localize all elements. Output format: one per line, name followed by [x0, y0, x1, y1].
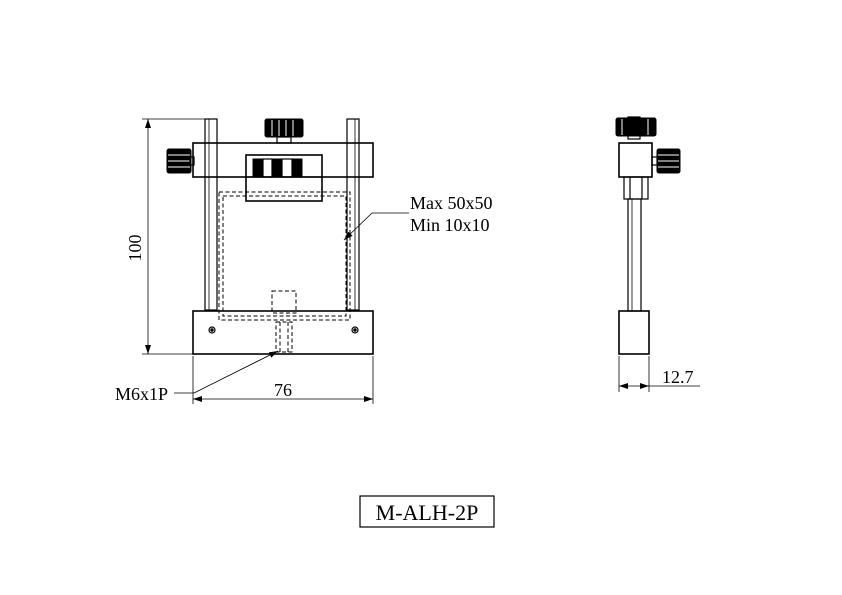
- top-knob-icon: [264, 118, 304, 144]
- width-dimension: 76: [192, 356, 374, 404]
- side-view-rod: [627, 198, 642, 312]
- min-size-label: Min 10x10: [410, 215, 490, 235]
- thread-label: M6x1P: [115, 384, 168, 404]
- side-view-top-knob-icon: [615, 116, 657, 140]
- top-bar: [192, 142, 374, 178]
- height-dimension-label: 100: [125, 235, 145, 262]
- thickness-dimension-label: 12.7: [662, 367, 694, 387]
- front-view: 100 76 M6x1P Max 50x50 Min 10x10: [115, 118, 493, 404]
- side-view-top-block: [618, 142, 653, 200]
- side-knob-icon: [166, 148, 195, 174]
- height-dimension: 100: [125, 118, 205, 355]
- width-dimension-label: 76: [274, 380, 292, 400]
- side-view: 12.7: [615, 116, 700, 392]
- size-callout: Max 50x50 Min 10x10: [343, 193, 493, 241]
- clamp-block: [245, 154, 323, 202]
- thread-callout: M6x1P: [115, 350, 279, 404]
- sample-area: [218, 191, 351, 321]
- side-view-base: [618, 310, 650, 355]
- model-label: M-ALH-2P: [376, 500, 479, 525]
- model-label-box: M-ALH-2P: [359, 495, 495, 528]
- side-view-side-knob-icon: [651, 148, 681, 174]
- thickness-dimension: 12.7: [618, 356, 700, 392]
- guide-rods: [204, 118, 360, 311]
- max-size-label: Max 50x50: [410, 193, 493, 213]
- base-block: [192, 310, 374, 355]
